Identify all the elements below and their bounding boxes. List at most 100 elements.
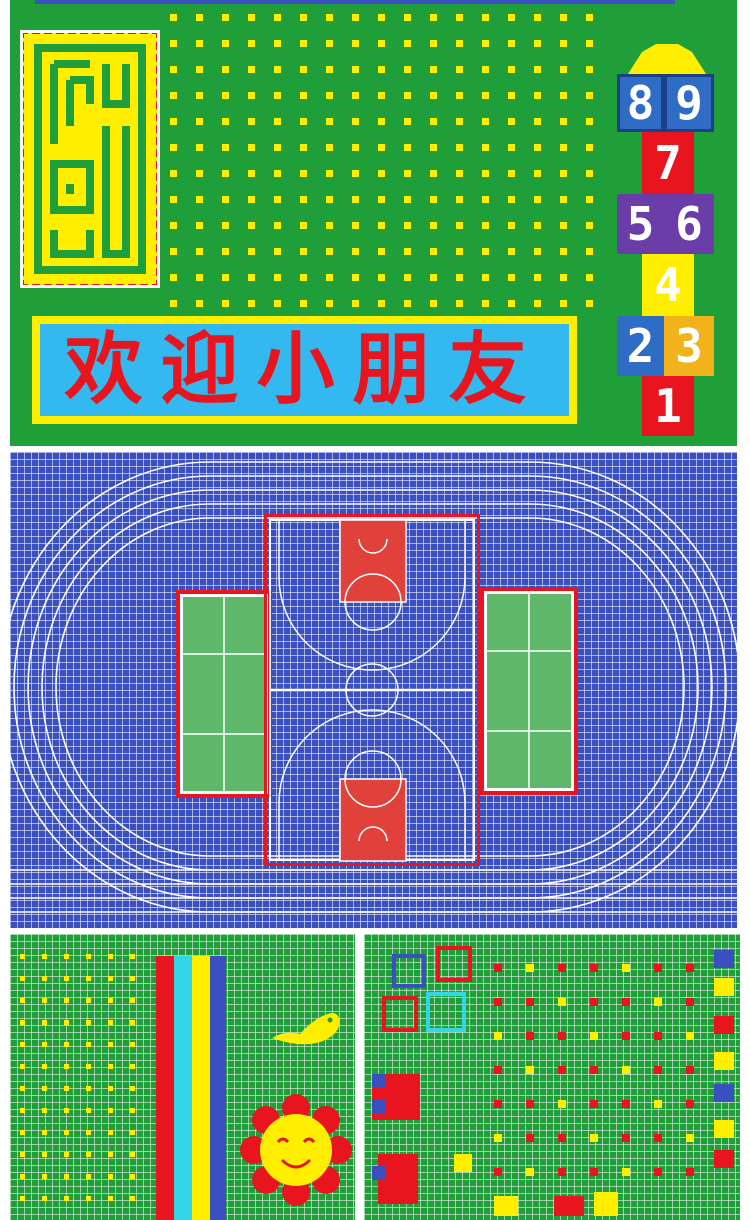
yellow-dot: [108, 954, 113, 959]
yellow-dot: [196, 196, 203, 203]
yellow-dot: [274, 196, 281, 203]
yellow-dot: [482, 144, 489, 151]
sun-flower-icon: [240, 1094, 352, 1206]
yellow-dot: [108, 1064, 113, 1069]
yellow-dot: [404, 14, 411, 21]
yellow-dot: [196, 274, 203, 281]
yellow-dot: [326, 92, 333, 99]
yellow-dot: [586, 170, 593, 177]
yellow-dot: [378, 14, 385, 21]
square-dot: [526, 964, 534, 972]
yellow-dot: [42, 998, 47, 1003]
yellow-dot: [326, 248, 333, 255]
yellow-dot: [196, 248, 203, 255]
yellow-dot: [170, 92, 177, 99]
yellow-dot: [222, 144, 229, 151]
yellow-dot: [482, 222, 489, 229]
yellow-dot: [404, 222, 411, 229]
yellow-dot: [196, 170, 203, 177]
yellow-dot: [86, 1020, 91, 1025]
yellow-dot: [534, 144, 541, 151]
yellow-dot: [248, 248, 255, 255]
yellow-dot: [430, 40, 437, 47]
yellow-dot: [326, 196, 333, 203]
square-dot: [494, 1100, 502, 1108]
square-dot: [686, 1134, 694, 1142]
yellow-dot: [482, 300, 489, 307]
yellow-dot: [326, 300, 333, 307]
square-dot: [590, 1032, 598, 1040]
yellow-dot: [456, 170, 463, 177]
yellow-dot: [508, 248, 515, 255]
bird-icon: [272, 1013, 340, 1045]
yellow-dot: [534, 92, 541, 99]
yellow-dot: [534, 300, 541, 307]
square-dot: [622, 1168, 630, 1176]
yellow-dot: [20, 1020, 25, 1025]
yellow-dot: [222, 196, 229, 203]
yellow-dot: [196, 40, 203, 47]
yellow-dot: [196, 14, 203, 21]
yellow-dot: [300, 170, 307, 177]
yellow-dot: [586, 14, 593, 21]
yellow-dot: [130, 1152, 135, 1157]
yellow-dot: [560, 118, 567, 125]
yellow-dot: [248, 170, 255, 177]
yellow-dot: [170, 144, 177, 151]
yellow-dot: [430, 14, 437, 21]
yellow-dot: [196, 118, 203, 125]
yellow-dot: [430, 118, 437, 125]
yellow-dot: [300, 92, 307, 99]
yellow-dot: [108, 998, 113, 1003]
yellow-dot: [248, 66, 255, 73]
square-dot: [590, 998, 598, 1006]
yellow-dot: [352, 92, 359, 99]
yellow-dot: [42, 954, 47, 959]
yellow-dot: [326, 14, 333, 21]
yellow-dot: [482, 92, 489, 99]
yellow-dot: [130, 998, 135, 1003]
yellow-dot: [534, 196, 541, 203]
yellow-dot: [508, 144, 515, 151]
yellow-dot: [20, 1196, 25, 1201]
square-dot: [622, 1066, 630, 1074]
square-dot: [494, 1134, 502, 1142]
square-dot: [622, 1100, 630, 1108]
yellow-dot: [248, 196, 255, 203]
yellow-dot: [248, 14, 255, 21]
square-dot: [622, 998, 630, 1006]
yellow-dot: [508, 14, 515, 21]
square-dot: [654, 1032, 662, 1040]
yellow-dot: [20, 1174, 25, 1179]
yellow-dot: [64, 1064, 69, 1069]
yellow-dot: [560, 222, 567, 229]
yellow-dot: [300, 196, 307, 203]
yellow-dot: [248, 222, 255, 229]
welcome-banner-inner: 欢迎小朋友: [40, 324, 569, 416]
yellow-dot: [274, 40, 281, 47]
yellow-dot: [326, 170, 333, 177]
yellow-dot: [248, 274, 255, 281]
square-dot: [654, 1100, 662, 1108]
running-track: [10, 461, 737, 913]
yellow-dot: [560, 144, 567, 151]
yellow-dot: [482, 118, 489, 125]
yellow-dot: [64, 976, 69, 981]
top-strip: [35, 0, 675, 4]
yellow-dot: [86, 1174, 91, 1179]
sports-field-panel: [10, 452, 737, 928]
square-dot: [526, 1168, 534, 1176]
yellow-dot: [508, 222, 515, 229]
yellow-dot: [222, 66, 229, 73]
yellow-dot: [430, 170, 437, 177]
yellow-dot: [404, 66, 411, 73]
yellow-dot: [482, 274, 489, 281]
yellow-dot: [430, 144, 437, 151]
yellow-dot: [430, 222, 437, 229]
yellow-dot: [352, 66, 359, 73]
yellow-dot: [300, 66, 307, 73]
yellow-dot: [326, 144, 333, 151]
yellow-dot: [456, 300, 463, 307]
yellow-dot: [170, 248, 177, 255]
yellow-dot: [482, 170, 489, 177]
